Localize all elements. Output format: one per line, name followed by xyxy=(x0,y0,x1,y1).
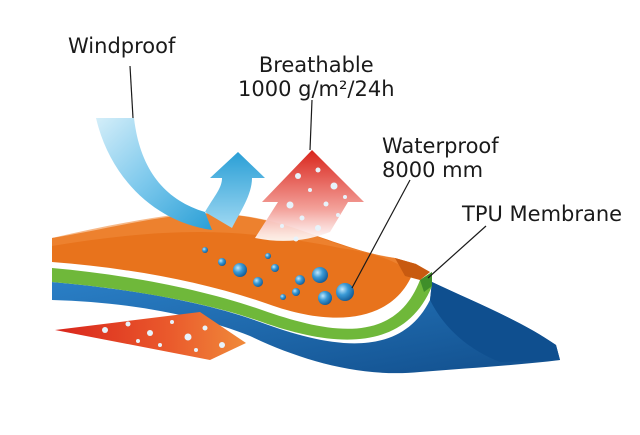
windproof-label: Windproof xyxy=(68,34,176,58)
outer-fabric-edge xyxy=(395,258,430,280)
water-drop-icon xyxy=(280,294,286,300)
tpu-leader-line xyxy=(427,225,487,279)
lining-right-face xyxy=(430,282,560,362)
water-drop-icon xyxy=(312,267,328,283)
breathable-title: Breathable xyxy=(258,53,374,77)
inflow-vapor-bubbles xyxy=(102,320,225,352)
water-drop-icon xyxy=(218,258,226,266)
water-drop-icon xyxy=(202,247,208,253)
wind-leader-line xyxy=(129,65,134,119)
breathable-leader-line xyxy=(309,99,313,151)
breathable-value: 1000 g/m²/24h xyxy=(238,77,395,101)
waterproof-leader-line xyxy=(351,179,411,289)
waterproof-title: Waterproof xyxy=(382,134,499,158)
water-drop-icon xyxy=(292,288,300,296)
wind-arrow-icon xyxy=(96,118,212,230)
up-arrow-icon xyxy=(205,152,265,228)
tpu-membrane-label: TPU Membrane xyxy=(462,202,623,226)
waterproof-value: 8000 mm xyxy=(382,158,484,182)
water-drops xyxy=(202,247,354,305)
water-drop-icon xyxy=(265,253,271,259)
tpu-membrane-layer xyxy=(52,268,432,340)
breathable-label: Breathable 1000 g/m²/24h xyxy=(238,53,395,101)
water-drop-icon xyxy=(295,275,305,285)
outer-fabric-top xyxy=(52,212,430,280)
water-drop-icon xyxy=(271,264,279,272)
water-drop-icon xyxy=(253,277,263,287)
water-drop-icon xyxy=(233,263,247,277)
breathable-arrow-icon xyxy=(255,150,364,241)
waterproof-label: Waterproof 8000 mm xyxy=(382,134,499,182)
water-drop-icon xyxy=(318,291,332,305)
breathable-vapor-bubbles xyxy=(280,167,347,242)
vapor-inflow-arrow-icon xyxy=(55,312,246,360)
water-drop-icon xyxy=(336,283,354,301)
